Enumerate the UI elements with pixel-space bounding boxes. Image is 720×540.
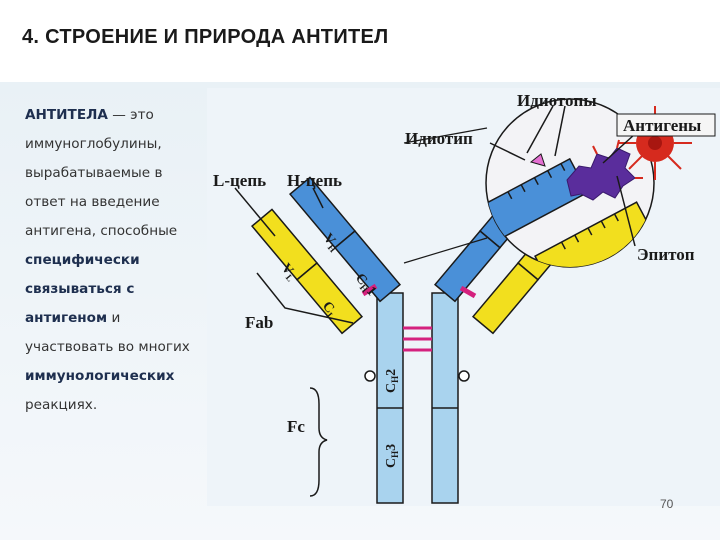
heavy-chain-fc-right <box>431 292 459 504</box>
fc-bracket <box>309 387 328 497</box>
zoom-antigen <box>566 147 636 201</box>
label-fab: Fab <box>245 313 273 332</box>
pointer-epitope <box>616 175 636 247</box>
label-h-chain: Н-цепь <box>287 171 342 190</box>
pointer-h-chain <box>312 187 324 209</box>
emphasis-antigen: антигеном <box>25 310 108 326</box>
domain-ch3-label: CH3 <box>384 444 400 468</box>
definition-line-4: ответ на введение <box>25 194 160 210</box>
label-epitope: Эпитоп <box>637 245 695 264</box>
heavy-chain-left-arm <box>288 176 402 303</box>
carbohydrate-left-icon <box>364 370 376 382</box>
fab-bracket <box>256 272 354 324</box>
definition-line-1: АНТИТЕЛА — это <box>25 101 220 130</box>
definition-line-5: антигена, способные <box>25 223 178 239</box>
heavy-chain-fc-left <box>376 292 404 504</box>
conjunction-and: и <box>107 310 121 326</box>
svg-text:CH2: CH2 <box>384 369 400 393</box>
pointer-idiotype <box>489 142 526 161</box>
definition-line-8: антигеном и <box>25 304 220 333</box>
label-antigens: Антигены <box>623 116 701 135</box>
pointer-idiotopes-b <box>554 105 566 157</box>
idiotope-marker <box>529 153 546 167</box>
label-l-chain: L-цепь <box>213 171 266 190</box>
emphasis-immunological: иммунологических <box>25 368 175 384</box>
hinge-disulfide-bonds <box>403 326 432 352</box>
slide-title: 4. СТРОЕНИЕ И ПРИРОДА АНТИТЕЛ <box>22 26 389 48</box>
emphasis-specifically: специфически <box>25 252 140 268</box>
label-idiotype: Идиотип <box>405 129 473 148</box>
term-antibodies: АНТИТЕЛА <box>25 107 108 123</box>
definition-line-9: участвовать во многих <box>25 339 190 355</box>
interchain-bond-left <box>361 283 378 297</box>
label-fc: Fc <box>287 417 305 436</box>
definition-line-2: иммуноглобулины, <box>25 136 162 152</box>
pointer-antigens <box>602 133 636 164</box>
definition-text: АНТИТЕЛА — это иммуноглобулины, вырабаты… <box>25 101 220 420</box>
page-number: 70 <box>660 497 674 511</box>
pointer-l-chain <box>234 187 276 237</box>
antibody-diagram: Идиотопы Антигены Идиотип L-цепь Н-цепь … <box>207 88 720 506</box>
definition-line-3: вырабатываемые в <box>25 165 163 181</box>
interchain-bond-right <box>459 285 477 299</box>
emphasis-bind-with: связываться с <box>25 281 135 297</box>
header-band <box>0 0 720 82</box>
zoom-line-bottom <box>403 237 488 264</box>
domain-ch2-label: CH2 <box>384 369 400 393</box>
svg-text:CH3: CH3 <box>384 444 400 468</box>
carbohydrate-right-icon <box>458 370 470 382</box>
label-idiotopes: Идиотопы <box>517 91 597 110</box>
definition-line-11: реакциях. <box>25 397 98 413</box>
pointer-idiotopes-a <box>526 105 554 154</box>
zoom-line-top <box>403 127 488 144</box>
term-dash: — это <box>107 107 154 123</box>
